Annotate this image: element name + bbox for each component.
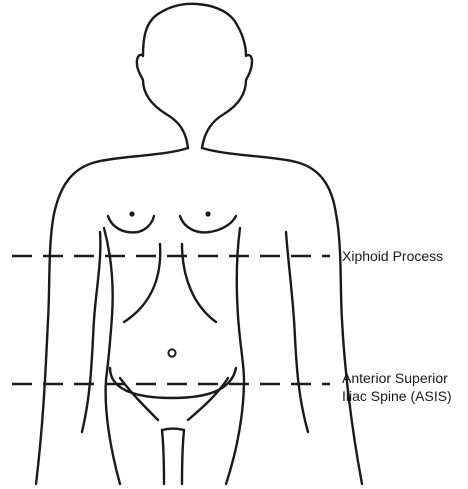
left-nipple [129, 211, 134, 216]
xiphoid-process-label: Xiphoid Process [342, 247, 443, 265]
head-outline [137, 4, 252, 148]
right-inner-leg [182, 430, 184, 484]
asis-label: Anterior Superior Iliac Spine (ASIS) [342, 369, 452, 405]
right-torso-side [226, 228, 244, 484]
right-chest-line [180, 216, 236, 232]
right-nipple [205, 211, 210, 216]
left-torso-side [104, 228, 120, 484]
crotch-line [162, 429, 184, 431]
right-arm-inner [286, 232, 308, 432]
left-arm-inner [82, 232, 100, 432]
left-inner-leg [162, 430, 164, 484]
left-chest-line [108, 216, 154, 232]
asis-label-line-1: Anterior Superior [342, 369, 452, 387]
asis-label-line-2: Iliac Spine (ASIS) [342, 387, 452, 405]
right-arm-outer [202, 148, 362, 484]
umbilicus [168, 349, 175, 356]
